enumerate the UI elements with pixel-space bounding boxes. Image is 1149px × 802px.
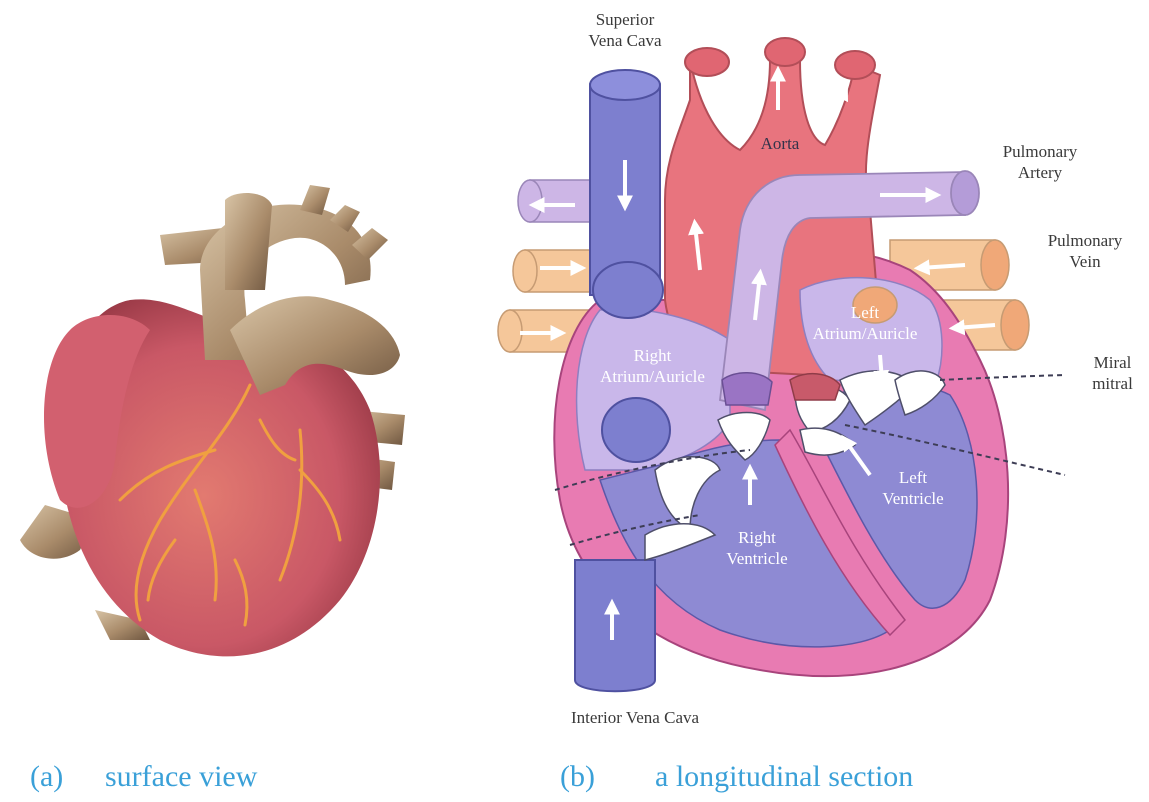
label-pulmonary-vein-line2: Vein xyxy=(1025,251,1145,272)
label-left-ventricle: Left Ventricle xyxy=(868,467,958,509)
section-svc-opening xyxy=(590,70,660,100)
surface-superior-vena-cava xyxy=(225,193,272,290)
caption-b-text: a longitudinal section xyxy=(655,760,913,794)
label-left-atrium-line2: Atrium/Auricle xyxy=(795,323,935,344)
section-aorta-opening-1 xyxy=(685,48,729,76)
label-pulmonary-vein: Pulmonary Vein xyxy=(1025,230,1145,272)
label-right-atrium-line2: Atrium/Auricle xyxy=(585,366,720,387)
label-miral-line2: mitral xyxy=(1080,373,1145,394)
label-pulmonary-artery: Pulmonary Artery xyxy=(980,141,1100,183)
label-interior-vena-cava: Interior Vena Cava xyxy=(540,707,730,728)
label-right-ventricle-line1: Right xyxy=(712,527,802,548)
label-right-atrium: Right Atrium/Auricle xyxy=(585,345,720,387)
section-pulmonary-artery-opening xyxy=(951,171,979,215)
label-pulmonary-artery-line1: Pulmonary xyxy=(980,141,1100,162)
label-pulmonary-artery-line2: Artery xyxy=(980,162,1100,183)
surface-view-heart xyxy=(20,185,405,656)
label-superior-vena-cava: Superior Vena Cava xyxy=(570,9,680,51)
label-superior-vena-cava-line1: Superior xyxy=(570,9,680,30)
pulmonary-valve-base xyxy=(722,373,772,405)
section-aorta-opening-2 xyxy=(765,38,805,66)
section-ivc-inflow xyxy=(602,398,670,462)
caption-a-text: surface view xyxy=(105,760,257,794)
label-right-atrium-line1: Right xyxy=(585,345,720,366)
caption-a-marker: (a) xyxy=(30,760,63,794)
label-left-atrium: Left Atrium/Auricle xyxy=(795,302,935,344)
label-right-ventricle-line2: Ventricle xyxy=(712,548,802,569)
caption-b-marker: (b) xyxy=(560,760,595,794)
section-svc-inflow xyxy=(593,262,663,318)
label-left-ventricle-line2: Ventricle xyxy=(868,488,958,509)
aortic-valve-base xyxy=(790,374,840,400)
label-superior-vena-cava-line2: Vena Cava xyxy=(570,30,680,51)
label-right-ventricle: Right Ventricle xyxy=(712,527,802,569)
label-pulmonary-vein-line1: Pulmonary xyxy=(1025,230,1145,251)
label-aorta: Aorta xyxy=(745,133,815,154)
label-miral-mitral: Miral mitral xyxy=(1080,352,1145,394)
label-left-ventricle-line1: Left xyxy=(868,467,958,488)
section-aorta-opening-3 xyxy=(835,51,875,79)
label-left-atrium-line1: Left xyxy=(795,302,935,323)
section-inferior-vena-cava xyxy=(575,560,655,691)
label-miral-line1: Miral xyxy=(1080,352,1145,373)
